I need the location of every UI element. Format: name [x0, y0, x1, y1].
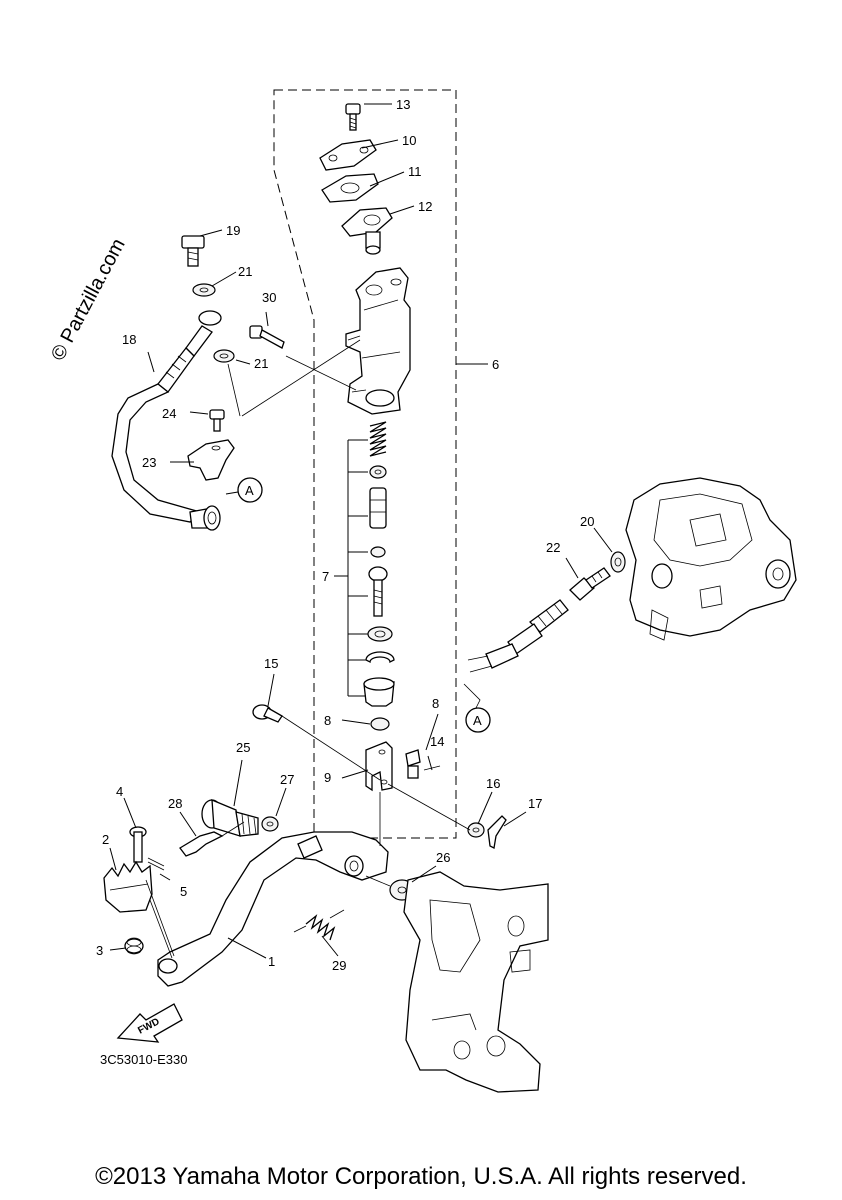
bolt-24: [209, 409, 225, 432]
callout-1: 1: [268, 954, 275, 969]
spring-3: [124, 937, 144, 955]
callout-23: 23: [142, 455, 156, 470]
callout-24: 24: [162, 406, 176, 421]
callout-12: 12: [418, 199, 432, 214]
fitting-22: [569, 567, 611, 601]
washer-20: [610, 551, 626, 573]
clevis-9: [365, 741, 393, 792]
callout-4: 4: [116, 784, 123, 799]
callout-10: 10: [402, 133, 416, 148]
callout-15: 15: [264, 656, 278, 671]
union-bolt-19: [181, 235, 205, 267]
spring-clip-28: [179, 831, 224, 857]
return-spring-29: [293, 909, 345, 941]
washer-21-lower: [213, 349, 235, 363]
cotter-pin-17: [487, 815, 507, 849]
bolt-13: [345, 103, 361, 131]
watermark-text: © Partzilla.com: [47, 235, 130, 364]
ref-marker-right: [465, 707, 491, 733]
nut-8-right: [405, 749, 421, 767]
callout-21-lower: 21: [254, 356, 268, 371]
callout-9: 9: [324, 770, 331, 785]
washer-16: [467, 822, 485, 838]
fwd-arrow: FWD: [116, 1003, 183, 1043]
callout-14: 14: [430, 734, 444, 749]
callout-29: 29: [332, 958, 346, 973]
callout-8-left: 8: [324, 713, 331, 728]
callout-6: 6: [492, 357, 499, 372]
callout-7: 7: [322, 569, 329, 584]
callout-21-upper: 21: [238, 264, 252, 279]
callout-2: 2: [102, 832, 109, 847]
callout-11: 11: [408, 164, 422, 179]
cotter-pin-5: [147, 857, 165, 871]
diagram-code: 3C53010-E330: [100, 1052, 187, 1067]
callout-30: 30: [262, 290, 276, 305]
master-cylinder-body: [345, 267, 411, 415]
clamp-23: [187, 439, 235, 481]
pin-4: [129, 826, 147, 863]
pin-14: [423, 765, 441, 771]
brake-caliper: [625, 477, 797, 641]
callout-25: 25: [236, 740, 250, 755]
frame-section: [403, 871, 549, 1093]
callout-22: 22: [546, 540, 560, 555]
diaphragm-12: [341, 207, 393, 237]
callout-5: 5: [180, 884, 187, 899]
pin-15: [252, 704, 283, 723]
ref-marker-left: [237, 477, 263, 503]
callout-8-right: 8: [432, 696, 439, 711]
brake-pedal-1: [157, 831, 389, 987]
nut-8: [370, 717, 390, 731]
bolt-30: [249, 325, 285, 349]
callout-20: 20: [580, 514, 594, 529]
callout-28: 28: [168, 796, 182, 811]
washer-21-upper: [192, 283, 216, 297]
callout-13: 13: [396, 97, 410, 112]
brake-hose-right-end: [467, 599, 569, 673]
callout-19: 19: [226, 223, 240, 238]
plate-11: [321, 173, 379, 203]
pivot-bolt-25: [201, 798, 259, 837]
ref-marker-right-label: A: [473, 713, 482, 728]
callout-3: 3: [96, 943, 103, 958]
callout-26: 26: [436, 850, 450, 865]
copyright-notice: ©2013 Yamaha Motor Corporation, U.S.A. A…: [95, 1163, 747, 1190]
callout-27: 27: [280, 772, 294, 787]
piston-kit-7: [363, 421, 395, 707]
cap-10: [319, 139, 377, 171]
ref-marker-left-label: A: [245, 483, 254, 498]
callout-16: 16: [486, 776, 500, 791]
brake-hose-18: [111, 310, 222, 531]
callout-18: 18: [122, 332, 136, 347]
callout-17: 17: [528, 796, 542, 811]
washer-27: [261, 816, 279, 832]
